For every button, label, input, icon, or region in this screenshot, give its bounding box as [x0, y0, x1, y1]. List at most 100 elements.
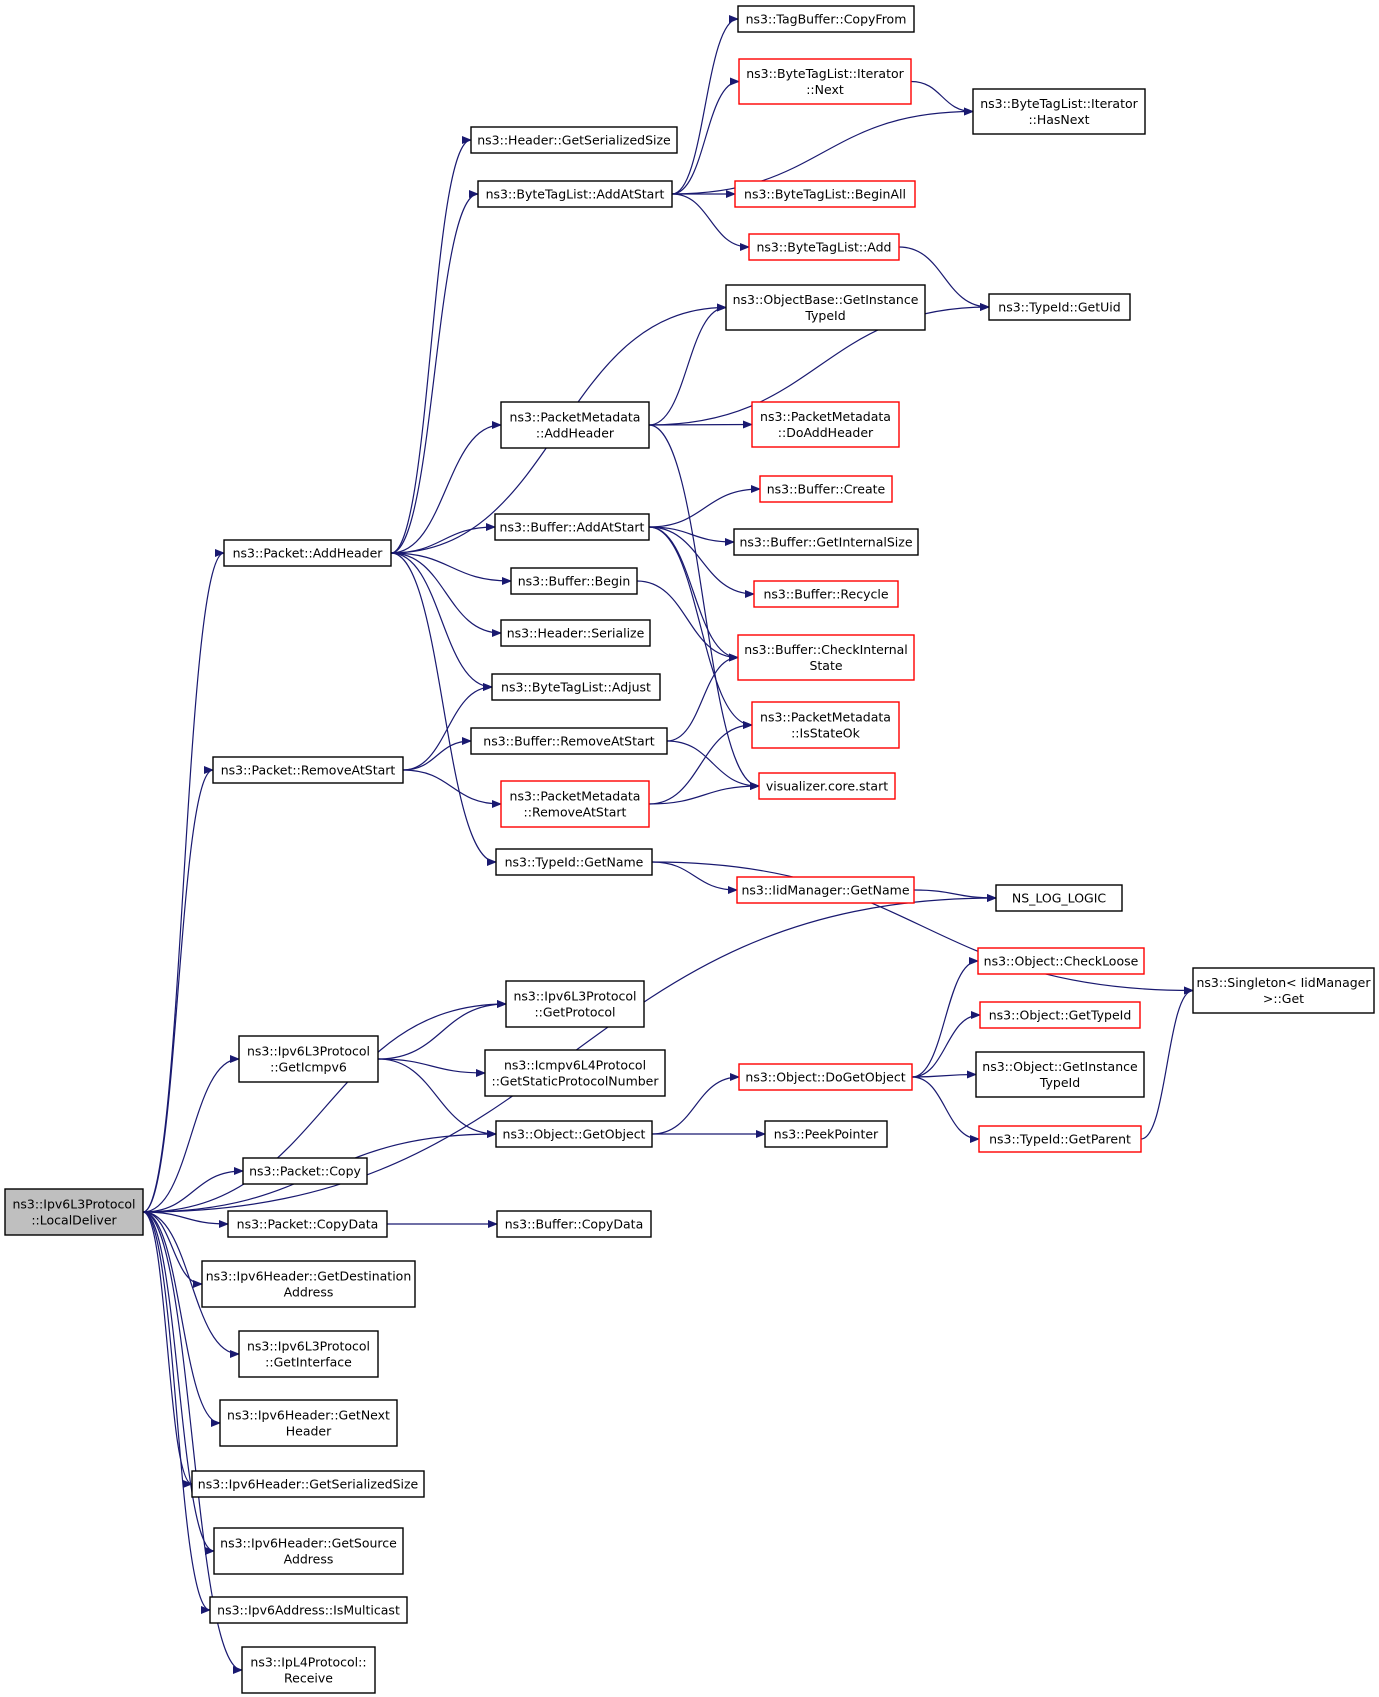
node-label-line: ns3::Object::DoGetObject: [745, 1070, 905, 1085]
node-typeid_getparent[interactable]: ns3::TypeId::GetParent: [978, 1125, 1142, 1153]
node-typeid_getname[interactable]: ns3::TypeId::GetName: [495, 848, 653, 876]
edge-pm_removeatstart-to-pm_isstateok: [648, 721, 753, 805]
node-label-line: visualizer.core.start: [766, 779, 888, 794]
node-btl_addatstart[interactable]: ns3::ByteTagList::AddAtStart: [477, 180, 673, 208]
edge-pm_addheader-to-typeid_getuid: [648, 303, 990, 426]
node-box: [733, 528, 919, 556]
edge-packet_addheader-to-buf_addatstart: [390, 523, 496, 554]
node-label-line: ns3::Packet::RemoveAtStart: [221, 763, 396, 778]
node-vis_core_start[interactable]: visualizer.core.start: [758, 772, 896, 800]
node-buf_removeatstart[interactable]: ns3::Buffer::RemoveAtStart: [470, 727, 668, 755]
node-box: [495, 848, 653, 876]
node-box: [484, 1049, 666, 1097]
edge-pm_addheader-to-objbase_getinst: [648, 303, 727, 426]
edge-typeid_getparent-to-singleton_get: [1140, 986, 1194, 1140]
node-box: [737, 5, 915, 33]
node-packet_copy[interactable]: ns3::Packet::Copy: [242, 1157, 368, 1185]
node-label-line: ns3::ByteTagList::AddAtStart: [486, 187, 665, 202]
node-label-line: ns3::Ipv6Header::GetSource: [220, 1536, 397, 1551]
node-label-line: ::Next: [806, 82, 844, 97]
node-box: [500, 780, 650, 828]
edge-root-to-ipv6addr_ismulticast: [142, 1211, 211, 1614]
node-typeid_getuid[interactable]: ns3::TypeId::GetUid: [988, 293, 1131, 321]
node-root[interactable]: ns3::Ipv6L3Protocol::LocalDeliver: [4, 1188, 144, 1236]
edge-typeid_getname-to-iidmgr_getname: [651, 861, 738, 894]
node-label-line: ns3::Buffer::CopyData: [505, 1217, 644, 1232]
node-buf_recycle[interactable]: ns3::Buffer::Recycle: [753, 580, 899, 608]
node-iidmgr_getname[interactable]: ns3::IidManager::GetName: [736, 876, 915, 904]
edge-root-to-ipv6hdr_getdest: [142, 1211, 203, 1288]
node-box: [748, 233, 900, 261]
edge-buf_removeatstart-to-buf_checkinternal: [666, 653, 739, 742]
node-label-line: ns3::Object::GetTypeId: [989, 1008, 1132, 1023]
node-pm_doaddheader[interactable]: ns3::PacketMetadata::DoAddHeader: [751, 401, 900, 448]
node-packet_copydata[interactable]: ns3::Packet::CopyData: [227, 1210, 388, 1238]
edge-obj_dogetobject-to-typeid_getparent: [911, 1076, 980, 1143]
node-obj_checkloose[interactable]: ns3::Object::CheckLoose: [977, 947, 1145, 975]
node-pm_removeatstart[interactable]: ns3::PacketMetadata::RemoveAtStart: [500, 780, 650, 828]
node-hdr_serialize[interactable]: ns3::Header::Serialize: [500, 619, 651, 647]
node-packet_addheader[interactable]: ns3::Packet::AddHeader: [223, 539, 392, 567]
node-btl_iter_hasnext[interactable]: ns3::ByteTagList::Iterator::HasNext: [972, 88, 1146, 135]
node-obj_dogetobject[interactable]: ns3::Object::DoGetObject: [738, 1063, 913, 1091]
edge-btl_iter_next-to-btl_iter_hasnext: [910, 80, 974, 116]
node-label-line: ns3::Object::CheckLoose: [984, 954, 1139, 969]
node-singleton_get[interactable]: ns3::Singleton< IidManager>::Get: [1192, 967, 1375, 1014]
node-label-line: Receive: [284, 1671, 333, 1686]
node-buf_create[interactable]: ns3::Buffer::Create: [759, 475, 893, 503]
edge-buf_removeatstart-to-vis_core_start: [666, 740, 760, 790]
node-ns_log_logic[interactable]: NS_LOG_LOGIC: [995, 884, 1123, 912]
node-box: [977, 947, 1145, 975]
node-hdr_getsersize[interactable]: ns3::Header::GetSerializedSize: [470, 126, 678, 154]
node-label-line: ::GetInterface: [265, 1355, 352, 1370]
node-ipl4_receive[interactable]: ns3::IpL4Protocol::Receive: [241, 1646, 376, 1694]
node-label-line: >::Get: [1263, 991, 1304, 1006]
node-label-line: ns3::Ipv6Address::IsMulticast: [217, 1603, 400, 1618]
node-buf_begin[interactable]: ns3::Buffer::Begin: [510, 567, 638, 595]
node-ipv6l3_getinterface[interactable]: ns3::Ipv6L3Protocol::GetInterface: [238, 1330, 379, 1378]
node-packet_removeatstart[interactable]: ns3::Packet::RemoveAtStart: [212, 756, 404, 784]
edge-pm_removeatstart-to-vis_core_start: [648, 782, 760, 805]
node-box: [494, 513, 650, 541]
edge-buf_addatstart-to-buf_recycle: [648, 526, 755, 598]
node-box: [734, 180, 916, 208]
node-btl_add[interactable]: ns3::ByteTagList::Add: [748, 233, 900, 261]
edge-packet_removeatstart-to-pm_removeatstart: [402, 769, 502, 808]
node-btl_beginall[interactable]: ns3::ByteTagList::BeginAll: [734, 180, 916, 208]
node-label-line: ns3::TypeId::GetUid: [998, 300, 1120, 315]
node-label-line: ns3::IidManager::GetName: [741, 883, 909, 898]
node-pm_isstateok[interactable]: ns3::PacketMetadata::IsStateOk: [751, 701, 900, 749]
node-box: [759, 475, 893, 503]
node-buf_getinternalsize[interactable]: ns3::Buffer::GetInternalSize: [733, 528, 919, 556]
node-btl_iter_next[interactable]: ns3::ByteTagList::Iterator::Next: [738, 58, 912, 105]
node-peekpointer[interactable]: ns3::PeekPointer: [764, 1120, 888, 1148]
node-pm_addheader[interactable]: ns3::PacketMetadata::AddHeader: [500, 401, 650, 449]
node-icmpv6_getstaticproto[interactable]: ns3::Icmpv6L4Protocol::GetStaticProtocol…: [484, 1049, 666, 1097]
node-buf_addatstart[interactable]: ns3::Buffer::AddAtStart: [494, 513, 650, 541]
node-box: [979, 1001, 1141, 1029]
edge-root-to-ipv6hdr_getsersize: [142, 1211, 193, 1488]
edge-root-to-ipv6l3_geticmpv6: [142, 1055, 240, 1213]
edge-buf_addatstart-to-buf_getinternalsize: [648, 526, 735, 546]
edge-packet_addheader-to-hdr_getsersize: [390, 136, 472, 554]
node-ipv6addr_ismulticast[interactable]: ns3::Ipv6Address::IsMulticast: [209, 1596, 408, 1624]
node-obj_getobject[interactable]: ns3::Object::GetObject: [495, 1120, 653, 1148]
node-btl_adjust[interactable]: ns3::ByteTagList::Adjust: [491, 673, 661, 701]
node-ipv6l3_geticmpv6[interactable]: ns3::Ipv6L3Protocol::GetIcmpv6: [238, 1035, 379, 1083]
node-obj_gettypeid[interactable]: ns3::Object::GetTypeId: [979, 1001, 1141, 1029]
node-tagbuf_copyfrom[interactable]: ns3::TagBuffer::CopyFrom: [737, 5, 915, 33]
node-label-line: ::GetProtocol: [534, 1005, 615, 1020]
node-box: [995, 884, 1123, 912]
node-buf_copydata[interactable]: ns3::Buffer::CopyData: [496, 1210, 652, 1238]
node-box: [191, 1470, 425, 1498]
node-ipv6hdr_getsersize[interactable]: ns3::Ipv6Header::GetSerializedSize: [191, 1470, 425, 1498]
node-box: [242, 1157, 368, 1185]
node-ipv6l3_getprotocol[interactable]: ns3::Ipv6L3Protocol::GetProtocol: [505, 980, 645, 1028]
